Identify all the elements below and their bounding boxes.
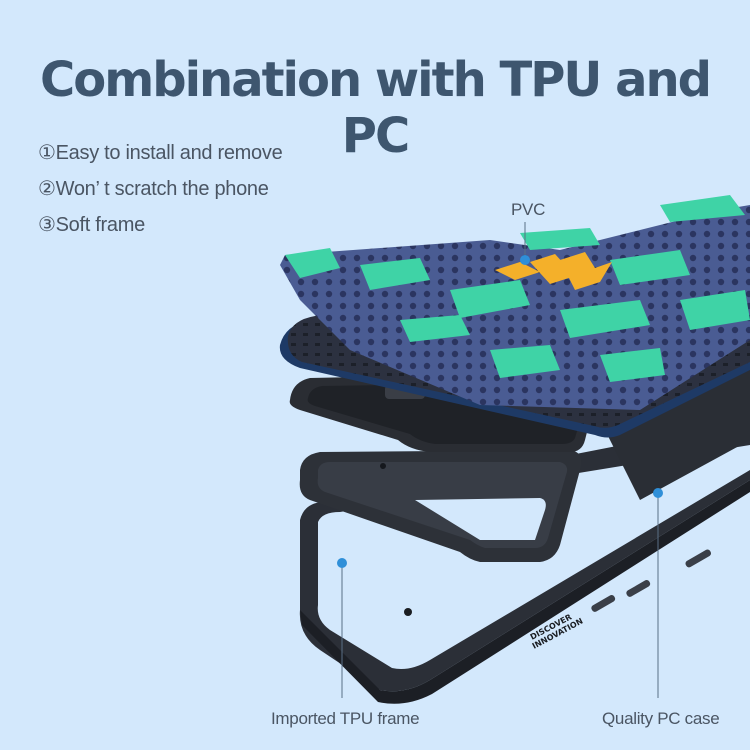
callout-dot-pc xyxy=(653,488,663,498)
middle-frame xyxy=(299,450,582,562)
feature-list: ①Easy to install and remove ②Won’ t scra… xyxy=(38,140,283,248)
page-title: Combination with TPU and PC xyxy=(39,52,712,164)
callout-label-tpu-frame: Imported TPU frame xyxy=(271,709,420,728)
callout-dot-tpu xyxy=(337,558,347,568)
callout-label-pvc: PVC xyxy=(511,200,546,219)
feature-item: ②Won’ t scratch the phone xyxy=(38,178,269,200)
feature-item: ①Easy to install and remove xyxy=(38,142,283,164)
pvc-layer xyxy=(279,195,750,438)
callout-dot-pvc xyxy=(520,255,530,265)
nillkin-logo xyxy=(495,252,612,290)
callout-label-pc-case: Quality PC case xyxy=(602,709,720,728)
feature-item: ③Soft frame xyxy=(38,214,145,236)
